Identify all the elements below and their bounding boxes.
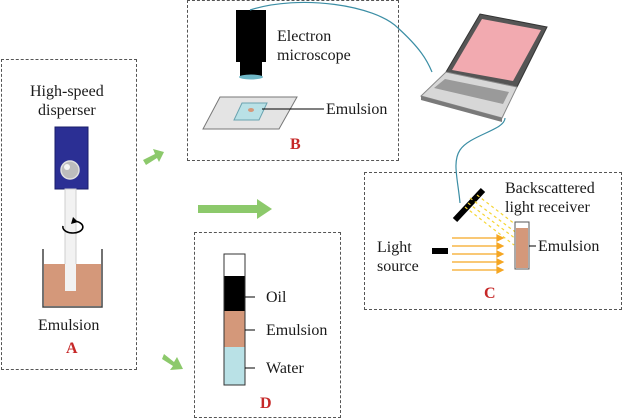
panel-a [1,59,137,370]
receiver-cable [455,117,506,204]
laptop-icon [420,13,548,122]
oil-layer [224,276,245,311]
receiver-label-line2: light receiver [505,199,590,216]
panel-d [194,232,341,418]
disperser-illustration [42,126,103,308]
light-source [432,248,448,254]
panel-c-letter: C [484,285,496,302]
emulsion-label-b: Emulsion [326,101,388,118]
disperser-body [54,126,89,190]
beaker [42,249,103,308]
arrow-to-d [162,354,183,370]
emulsion-label-a: Emulsion [38,317,100,334]
disperser-knob [60,160,80,180]
emulsion-label-d: Emulsion [266,322,328,339]
light-source-label-line2: source [377,258,419,275]
panel-b [187,0,399,161]
disperser-label-line1: High-speed [30,83,104,100]
oil-label: Oil [266,289,287,306]
panel-a-letter: A [66,340,78,357]
microscope-label-line1: Electron [277,28,332,45]
disperser-label-line2: disperser [38,102,96,119]
arrow-to-b [143,149,164,165]
sample-drop [248,108,254,112]
panel-c [364,172,622,310]
emulsion-label-c: Emulsion [538,238,600,255]
rotation-arrow-icon [62,220,84,234]
microscope-body [236,10,266,62]
light-source-label-line1: Light [377,239,412,256]
microscope-lens [239,74,263,80]
water-layer [224,347,245,385]
microscope-illustration [202,10,324,130]
flow-arrows [143,149,272,370]
receiver-label-line1: Backscattered [505,180,595,197]
arrow-to-c [198,199,272,219]
water-label: Water [266,360,304,377]
microscope-label-line2: microscope [277,47,351,64]
emulsion-layer [224,311,245,347]
separation-tube [223,253,255,386]
microscope-cable [249,1,433,73]
receiver-plate [452,187,486,223]
panel-b-letter: B [290,136,301,153]
backscatter-illustration [432,187,536,274]
panel-d-letter: D [260,395,272,412]
